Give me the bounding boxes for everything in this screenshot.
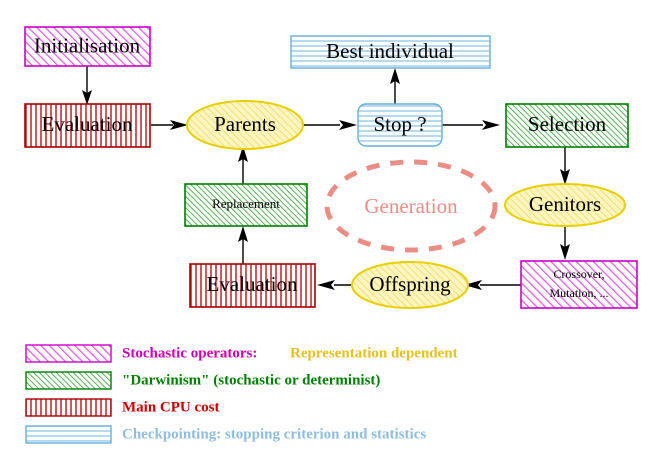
legend-swatch-blue-horizontal-hatch [25, 425, 112, 444]
edge-genitors-to-crossover [560, 226, 570, 260]
edge-parents-to-stop [302, 120, 357, 130]
node-offspring-label: Offspring [369, 272, 451, 296]
legend-label-checkpointing: Checkpointing: stopping criterion and st… [122, 426, 426, 442]
node-selection[interactable]: Selection [505, 103, 629, 148]
node-evaluation-top-label: Evaluation [42, 112, 133, 136]
legend: Stochastic operators: Representation dep… [25, 344, 458, 444]
legend-swatch-red-vertical-hatch [25, 398, 112, 417]
node-initialisation[interactable]: Initialisation [24, 26, 151, 67]
node-best-individual-label: Best individual [326, 39, 454, 63]
node-offspring[interactable]: Offspring [351, 261, 469, 309]
node-evaluation-top[interactable]: Evaluation [24, 103, 151, 148]
edge-stop-to-selection [441, 120, 500, 130]
node-best-individual[interactable]: Best individual [290, 35, 491, 69]
edge-offspring-to-evaluation-bottom [317, 280, 355, 290]
node-evaluation-bottom[interactable]: Evaluation [189, 263, 316, 308]
node-parents-label: Parents [214, 112, 276, 136]
node-crossover-mutation-label-line2: Mutation, ... [550, 286, 609, 300]
legend-label-main-cpu-cost: Main CPU cost [122, 399, 220, 415]
edge-crossover-to-offspring [464, 280, 521, 290]
legend-row-main-cpu-cost: Main CPU cost [25, 398, 220, 417]
node-crossover-mutation-label-line1: Crossover, [553, 267, 604, 281]
legend-label-representation-dependent: Representation dependent [290, 345, 458, 361]
legend-row-checkpointing: Checkpointing: stopping criterion and st… [25, 425, 426, 444]
node-evaluation-bottom-label: Evaluation [207, 272, 298, 296]
edge-evaluation-top-to-parents [151, 120, 188, 130]
legend-row-stochastic-operators: Stochastic operators: Representation dep… [25, 344, 458, 363]
node-genitors[interactable]: Genitors [504, 183, 626, 227]
legend-swatch-magenta-diagonal-hatch [25, 344, 112, 363]
node-parents[interactable]: Parents [186, 100, 304, 150]
node-generation-label: Generation [364, 194, 458, 218]
node-genitors-label: Genitors [529, 192, 601, 216]
node-replacement[interactable]: Replacement [184, 183, 308, 227]
legend-label-stochastic-operators: Stochastic operators: [122, 345, 257, 361]
edge-evaluation-bottom-to-replacement [238, 226, 248, 265]
node-generation-annotation: Generation [324, 159, 498, 253]
node-crossover-mutation[interactable]: Crossover, Mutation, ... [520, 260, 638, 309]
edge-stop-to-best-individual [390, 68, 400, 104]
edge-initialisation-to-evaluation-top [82, 66, 92, 105]
legend-label-darwinism: "Darwinism" (stochastic or determinist) [122, 372, 380, 388]
edge-selection-to-genitors [560, 147, 570, 185]
node-initialisation-label: Initialisation [34, 33, 141, 57]
node-replacement-label: Replacement [212, 196, 280, 211]
legend-row-darwinism: "Darwinism" (stochastic or determinist) [25, 371, 380, 390]
edge-replacement-to-parents [238, 146, 248, 184]
legend-swatch-green-diagonal-hatch [25, 371, 112, 390]
node-stop[interactable]: Stop ? [357, 103, 443, 147]
node-stop-label: Stop ? [373, 112, 426, 136]
node-selection-label: Selection [528, 112, 607, 136]
